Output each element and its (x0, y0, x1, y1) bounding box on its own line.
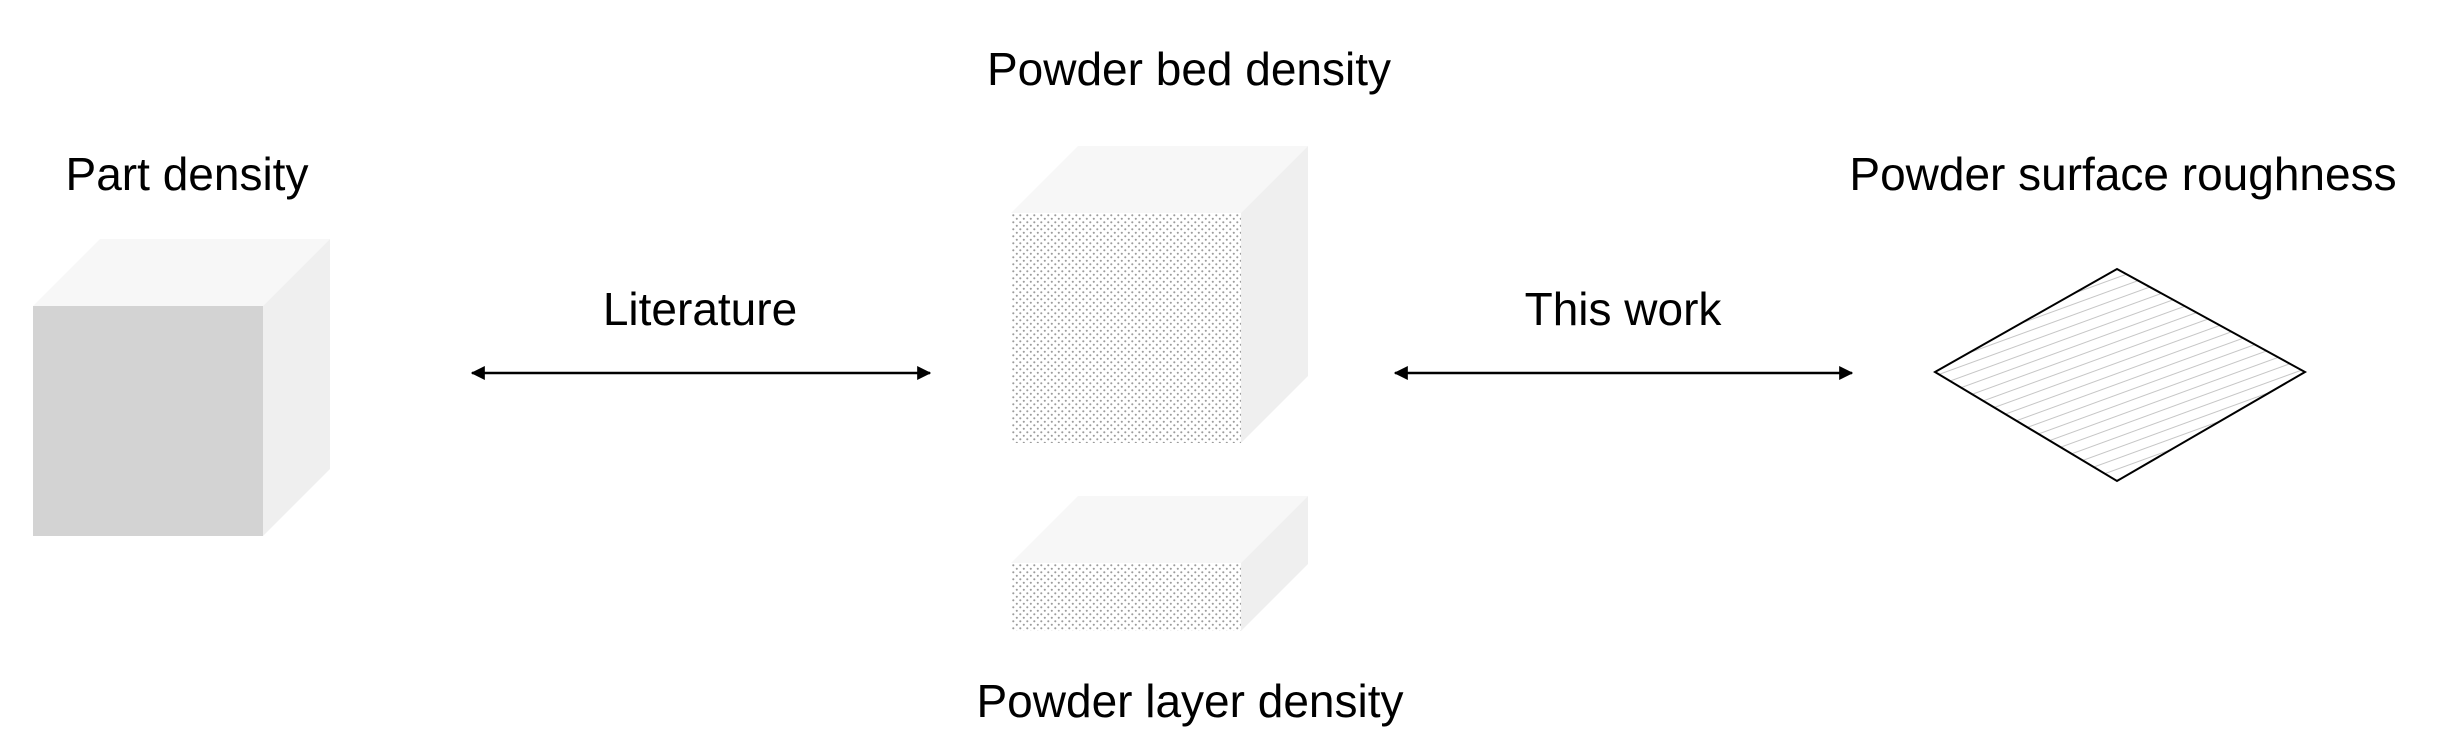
layer-slab-top-face (1011, 496, 1308, 563)
this-work-label: This work (1525, 283, 1723, 335)
part-density-label: Part density (66, 148, 309, 200)
surface-roughness-diamond (1933, 267, 2308, 483)
bed-cube-top-face (1011, 146, 1308, 213)
bed-cube-front-face (1011, 213, 1241, 443)
layer-slab-side-face (1241, 496, 1308, 631)
bed-cube-side-face (1241, 146, 1308, 443)
part-density-cube (33, 239, 330, 536)
powder-layer-slab (1011, 496, 1308, 631)
literature-label: Literature (603, 283, 797, 335)
powder-layer-density-label: Powder layer density (977, 675, 1404, 727)
powder-surface-roughness-label: Powder surface roughness (1849, 148, 2396, 200)
layer-slab-front-face (1011, 563, 1241, 631)
powder-bed-cube (1011, 146, 1308, 443)
powder-bed-density-label: Powder bed density (987, 43, 1391, 95)
part-cube-top-face (33, 239, 330, 306)
part-cube-side-face (263, 239, 330, 536)
part-cube-front-face (33, 306, 263, 536)
